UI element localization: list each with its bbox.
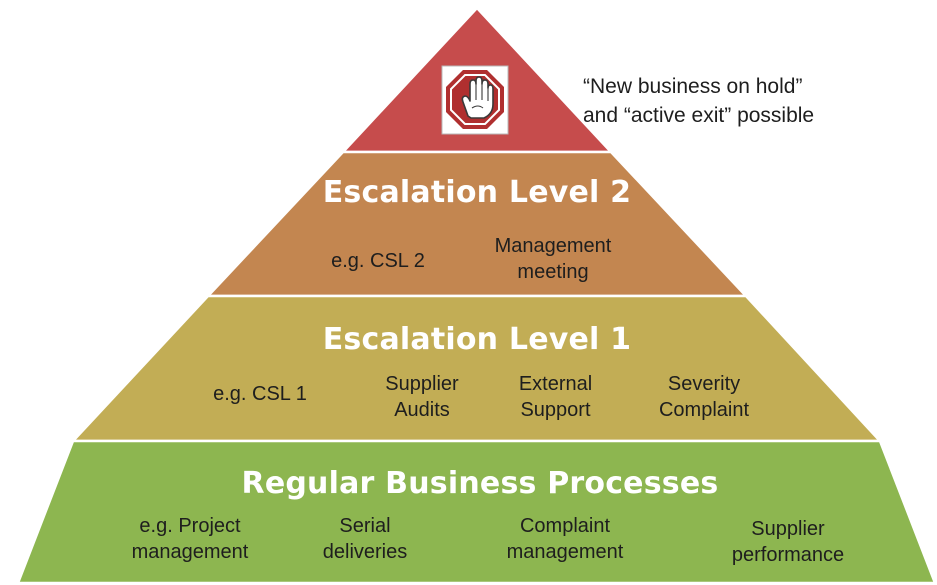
base-item: e.g. Project management xyxy=(131,515,249,563)
base-item: Complaint management xyxy=(506,515,624,563)
pyramid-base-layer xyxy=(16,439,937,585)
level1-item: External Support xyxy=(518,373,593,421)
base-item: Serial deliveries xyxy=(322,515,408,563)
base-title: Regular Business Processes xyxy=(241,466,719,501)
apex-note-line2: and “active exit” possible xyxy=(583,104,815,127)
base-item: Supplier performance xyxy=(731,518,845,566)
level1-item: Severity Complaint xyxy=(658,373,750,421)
level2-item: e.g. CSL 2 xyxy=(331,250,425,272)
level2-title: Escalation Level 2 xyxy=(322,175,632,210)
pyramid-level2-layer xyxy=(205,150,749,298)
level1-item: Supplier Audits xyxy=(385,373,459,421)
apex-note-line1: “New business on hold” xyxy=(583,75,803,98)
level1-title: Escalation Level 1 xyxy=(322,322,632,357)
level1-item: e.g. CSL 1 xyxy=(213,383,307,405)
level2-item: Management meeting xyxy=(494,235,612,283)
apex-note: “New business on hold” and “active exit”… xyxy=(583,72,814,130)
stop-hand-icon xyxy=(441,65,509,135)
